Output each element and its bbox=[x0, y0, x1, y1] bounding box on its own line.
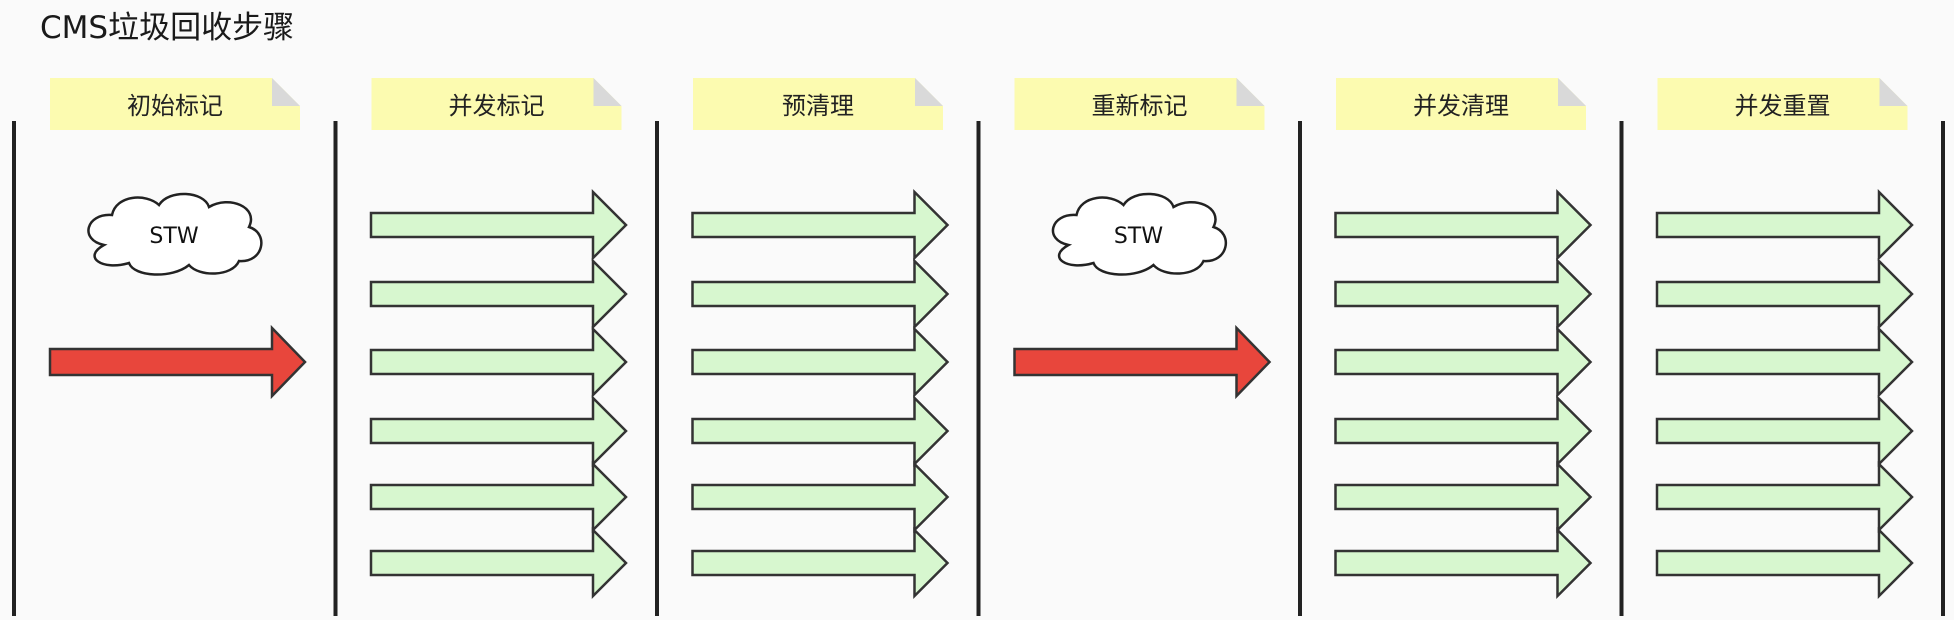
thread-arrow bbox=[369, 257, 628, 331]
phase-1: 初始标记 STW bbox=[48, 78, 307, 400]
phase-note: 重新标记 bbox=[1014, 78, 1265, 130]
note-fold bbox=[1558, 78, 1586, 106]
phase-note: 并发重置 bbox=[1657, 78, 1908, 130]
note-paper bbox=[1336, 78, 1586, 130]
thread-arrow bbox=[691, 257, 950, 331]
phase-label: 重新标记 bbox=[1092, 92, 1188, 120]
thread-arrow bbox=[369, 394, 628, 468]
thread-arrow bbox=[691, 460, 950, 534]
thread-arrow bbox=[369, 325, 628, 399]
phase-label: 预清理 bbox=[782, 92, 854, 120]
note-fold bbox=[272, 78, 300, 106]
note-fold bbox=[593, 78, 622, 106]
thread-arrow bbox=[1655, 460, 1914, 534]
phase-note: 并发标记 bbox=[371, 78, 622, 130]
phase-6: 并发重置 bbox=[1655, 78, 1914, 600]
phase-5: 并发清理 bbox=[1334, 78, 1593, 600]
phase-note: 初始标记 bbox=[50, 78, 300, 130]
phase-note: 并发清理 bbox=[1336, 78, 1586, 130]
thread-arrow bbox=[1655, 526, 1914, 600]
cloud-icon bbox=[87, 192, 263, 276]
thread-arrow bbox=[369, 526, 628, 600]
thread-arrow bbox=[1655, 188, 1914, 262]
note-fold bbox=[915, 78, 943, 106]
thread-arrow bbox=[369, 460, 628, 534]
thread-arrow bbox=[1655, 257, 1914, 331]
phase-label: 并发清理 bbox=[1413, 92, 1509, 120]
stw-arrow bbox=[1013, 324, 1272, 400]
note-paper bbox=[371, 78, 622, 130]
thread-arrow bbox=[691, 325, 950, 399]
stw-arrow bbox=[48, 324, 307, 400]
thread-arrow bbox=[1334, 188, 1593, 262]
thread-arrow bbox=[691, 526, 950, 600]
phase-label: 并发标记 bbox=[449, 92, 545, 120]
phase-3: 预清理 bbox=[691, 78, 950, 600]
thread-arrow bbox=[369, 188, 628, 262]
thread-arrow bbox=[691, 188, 950, 262]
thread-arrow bbox=[1334, 394, 1593, 468]
thread-arrow bbox=[1655, 325, 1914, 399]
note-paper bbox=[693, 78, 943, 130]
thread-arrow bbox=[691, 394, 950, 468]
note-fold bbox=[1236, 78, 1265, 106]
stw-label: STW bbox=[1114, 224, 1163, 249]
cloud-icon bbox=[1051, 192, 1228, 276]
phase-note: 预清理 bbox=[693, 78, 943, 130]
note-paper bbox=[50, 78, 300, 130]
thread-arrow bbox=[1655, 394, 1914, 468]
diagram-title: CMS垃圾回收步骤 bbox=[40, 10, 295, 46]
thread-arrow bbox=[1334, 460, 1593, 534]
thread-arrow bbox=[1334, 526, 1593, 600]
note-paper bbox=[1014, 78, 1265, 130]
phase-label: 初始标记 bbox=[127, 92, 223, 120]
phase-label: 并发重置 bbox=[1735, 92, 1831, 120]
thread-arrow bbox=[1334, 325, 1593, 399]
note-fold bbox=[1879, 78, 1908, 106]
thread-arrow bbox=[1334, 257, 1593, 331]
phase-4: 重新标记 STW bbox=[1013, 78, 1272, 400]
note-paper bbox=[1657, 78, 1908, 130]
phase-2: 并发标记 bbox=[369, 78, 628, 600]
stw-label: STW bbox=[149, 224, 198, 249]
